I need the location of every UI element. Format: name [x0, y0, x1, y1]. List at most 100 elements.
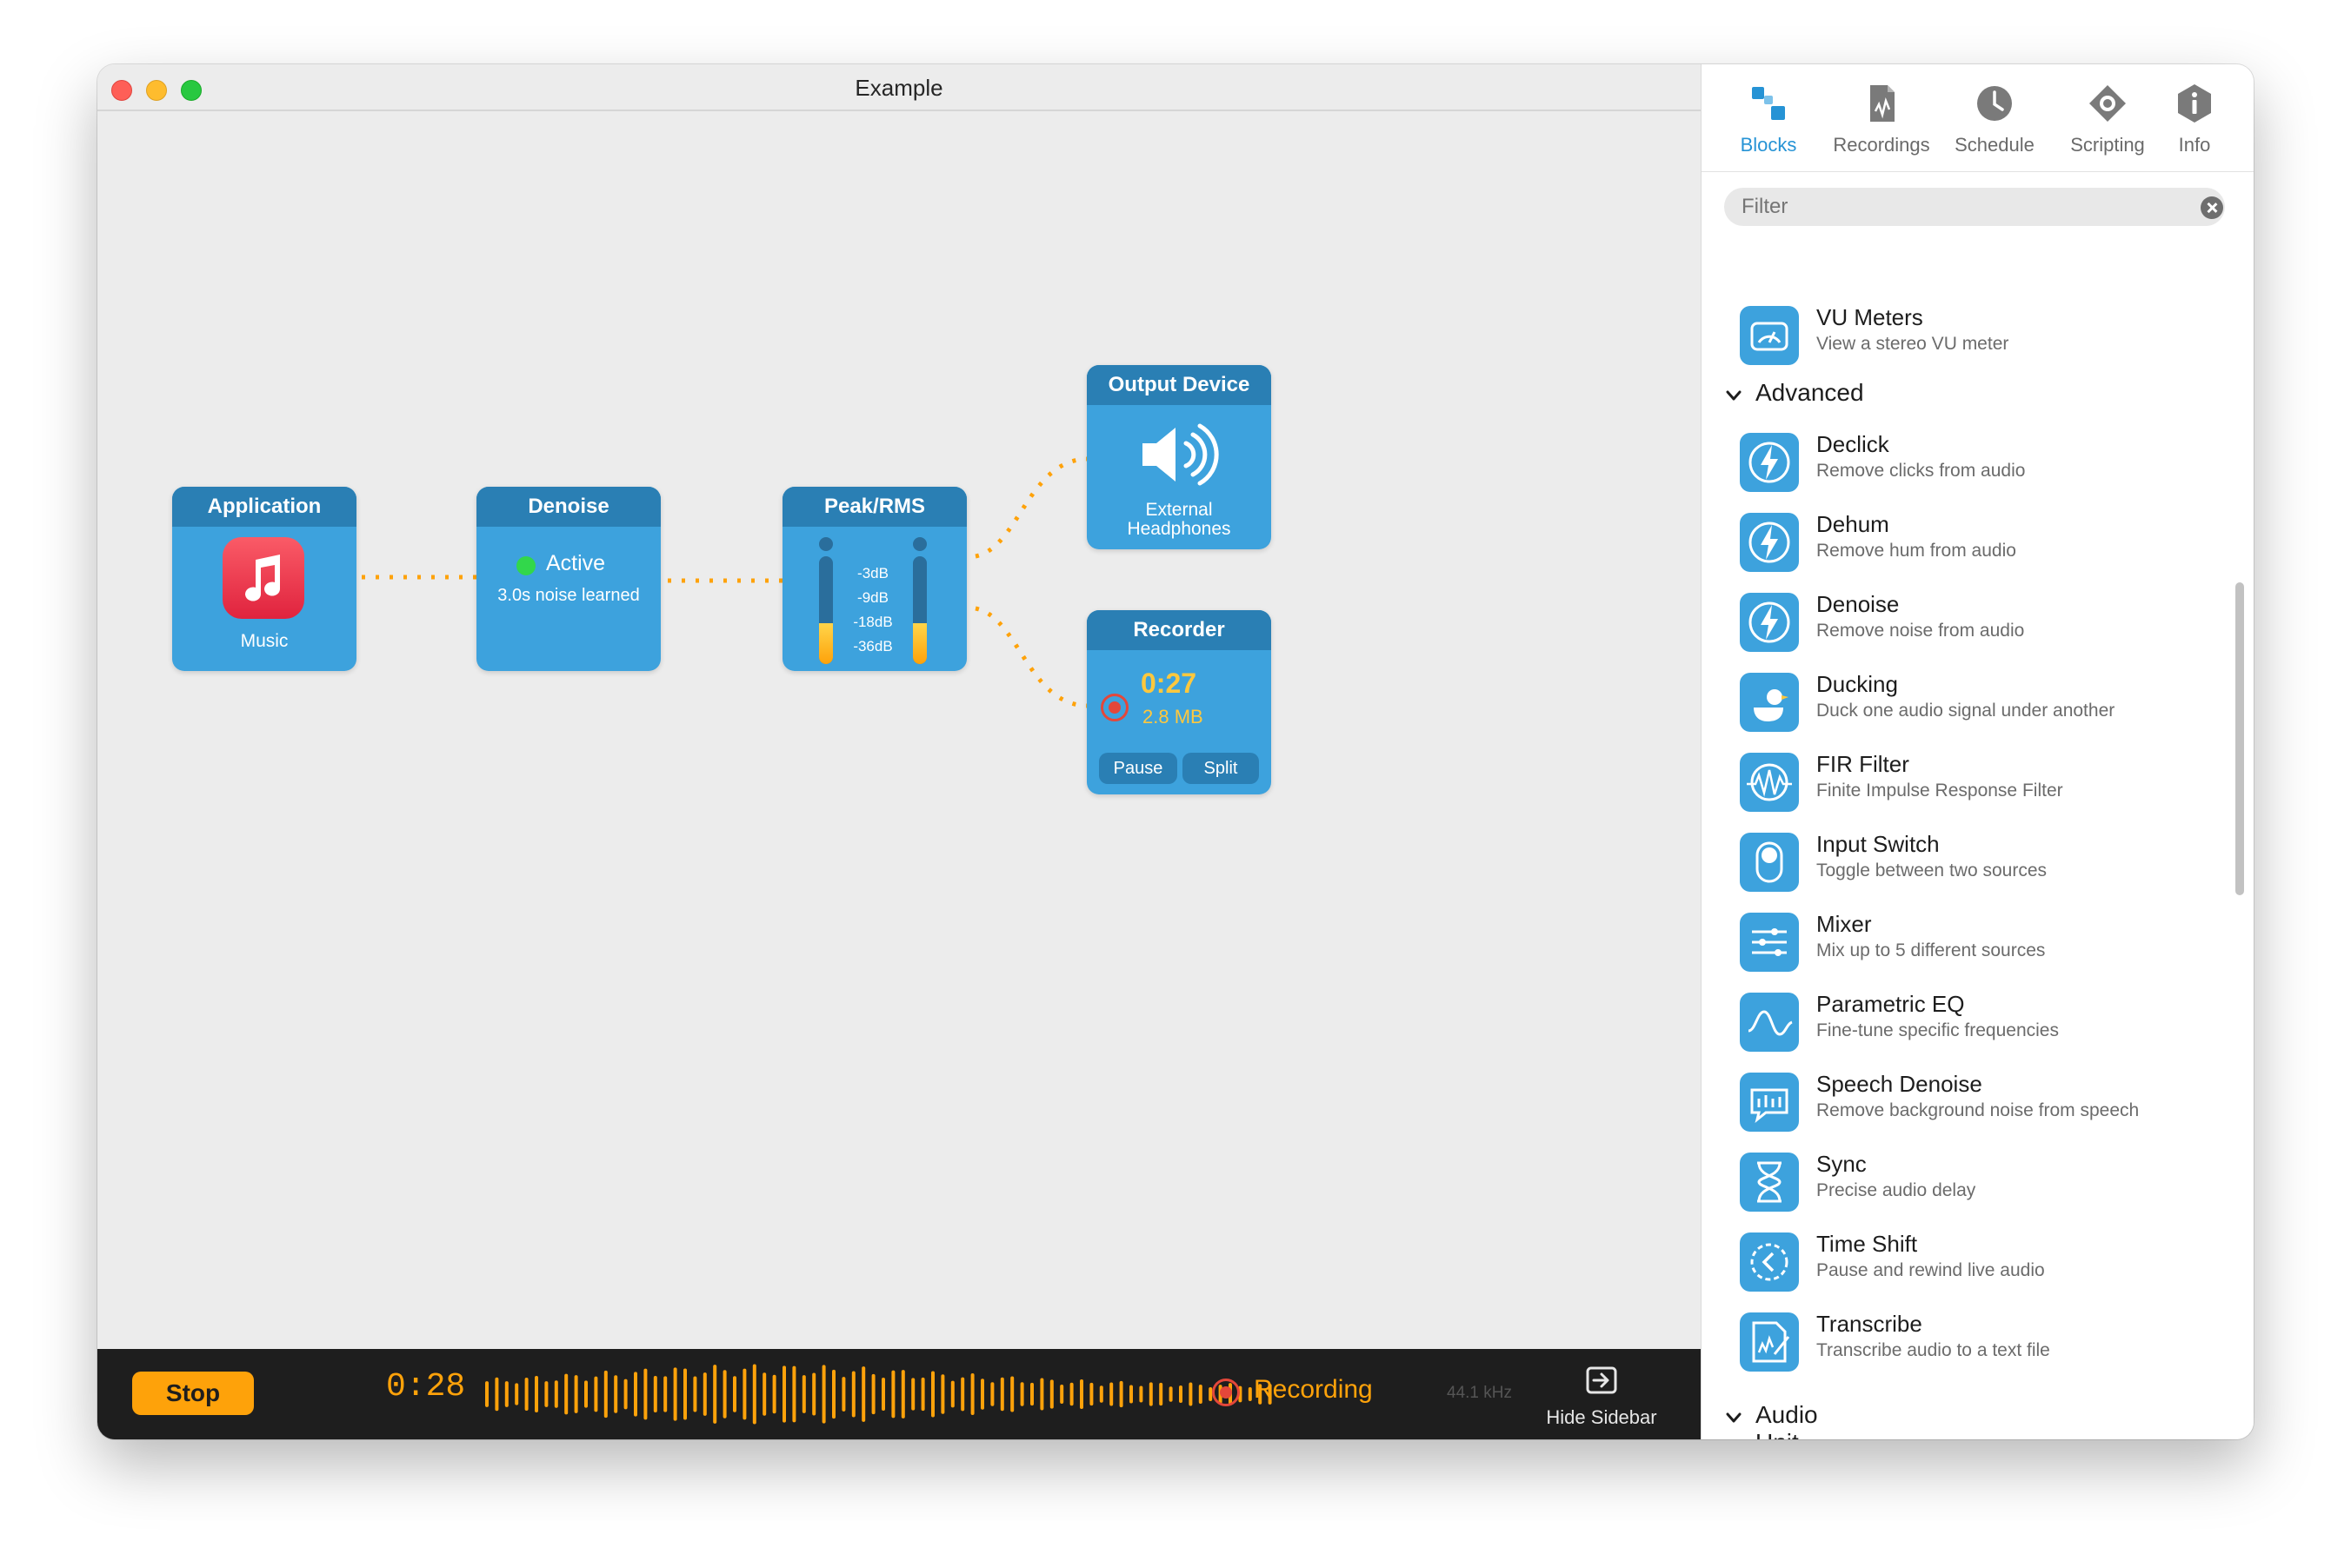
- block-canvas[interactable]: Application Music Denoise Active 3.0s n: [97, 113, 1701, 1311]
- blocks-icon: [1752, 87, 1785, 120]
- music-app-icon: [223, 537, 304, 619]
- connections: [362, 456, 1088, 708]
- waveform-bar: [871, 1373, 876, 1415]
- denoise-detail: 3.0s noise learned: [497, 586, 640, 605]
- item-name: Input Switch: [1816, 831, 1940, 857]
- waveform-bar: [941, 1374, 945, 1414]
- waveform-bar: [713, 1365, 717, 1424]
- hourglass-icon: [1740, 1153, 1799, 1212]
- waveform-bar: [1109, 1382, 1114, 1406]
- waveform-bar: [1258, 1384, 1262, 1405]
- rewind-clock-icon: [1740, 1232, 1799, 1292]
- waveform-bar: [1069, 1382, 1074, 1406]
- waveform-bar: [733, 1376, 736, 1412]
- waveform-bar: [970, 1373, 975, 1415]
- clear-filter-icon[interactable]: [2201, 196, 2223, 219]
- waveform-bar: [535, 1376, 538, 1412]
- tab-recordings[interactable]: Recordings: [1825, 82, 1938, 169]
- pause-button[interactable]: Pause: [1099, 753, 1177, 784]
- item-name: Sync: [1816, 1151, 1867, 1177]
- filter-input[interactable]: [1724, 188, 2225, 226]
- waveform-bar: [1049, 1379, 1054, 1409]
- main-area: Example Application: [97, 64, 1701, 1439]
- tab-label: Schedule: [1955, 134, 2035, 156]
- split-button[interactable]: Split: [1182, 753, 1259, 784]
- peak-rms-block[interactable]: Peak/RMS -3dB -9dB -18dB -36dB: [783, 487, 967, 671]
- tab-info[interactable]: Info: [2147, 82, 2242, 169]
- item-name: Ducking: [1816, 671, 1898, 697]
- waveform-bar: [772, 1374, 776, 1414]
- block-library-list[interactable]: VU Meters View a stereo VU meter Advance…: [1702, 229, 2254, 1439]
- sample-rate: 44.1 kHz: [1447, 1384, 1512, 1402]
- waveform-bar: [763, 1372, 767, 1416]
- bolt-icon: [1740, 513, 1799, 572]
- sidebar-scrollbar[interactable]: [2235, 582, 2244, 895]
- item-description: Duck one audio signal under another: [1816, 701, 2115, 721]
- stop-button[interactable]: Stop: [132, 1372, 254, 1415]
- hide-sidebar-button[interactable]: Hide Sidebar: [1546, 1406, 1657, 1428]
- item-description: Toggle between two sources: [1816, 860, 2047, 880]
- scripting-icon: [2089, 85, 2126, 122]
- waveform-bar: [921, 1377, 925, 1412]
- tab-label: Recordings: [1833, 134, 1930, 156]
- waveform-bar: [524, 1377, 529, 1412]
- waveform-bar: [1169, 1386, 1173, 1402]
- waveform-bar: [1149, 1382, 1153, 1406]
- item-name: Mixer: [1816, 911, 1872, 937]
- hide-sidebar-icon[interactable]: [1586, 1366, 1617, 1394]
- clock-icon: [1977, 86, 2012, 121]
- waveform-bar: [911, 1378, 916, 1411]
- waveform-bar: [792, 1365, 796, 1423]
- recording-indicator-icon: [1212, 1379, 1240, 1406]
- tab-scripting[interactable]: Scripting: [2051, 82, 2164, 169]
- close-window-button[interactable]: [111, 80, 132, 101]
- waveform-bar: [950, 1380, 955, 1408]
- recorder-block-title: Recorder: [1087, 610, 1271, 650]
- waveform-bar: [1198, 1384, 1202, 1405]
- waveform-bar: [822, 1365, 826, 1424]
- waveform-bar: [882, 1377, 885, 1412]
- output-device-block[interactable]: Output Device External Headphones: [1087, 365, 1271, 549]
- zoom-window-button[interactable]: [181, 80, 202, 101]
- tab-blocks[interactable]: Blocks: [1712, 82, 1825, 169]
- active-status-dot: [516, 556, 536, 575]
- waveform-bar: [504, 1381, 509, 1407]
- waveform-bar: [723, 1370, 727, 1419]
- item-description: View a stereo VU meter: [1816, 334, 2009, 354]
- tab-schedule[interactable]: Schedule: [1938, 82, 2051, 169]
- application-block[interactable]: Application Music: [172, 487, 356, 671]
- waveform-bar: [603, 1370, 608, 1419]
- item-description: Remove background noise from speech: [1816, 1100, 2140, 1120]
- waveform-bar: [802, 1375, 806, 1413]
- waveform-bar: [931, 1371, 935, 1418]
- item-name: Parametric EQ: [1816, 991, 1965, 1017]
- recording-status: Recording: [1254, 1375, 1373, 1404]
- item-name: Speech Denoise: [1816, 1071, 1982, 1097]
- left-meter-peak-dot: [819, 537, 833, 551]
- waveform-bar: [1119, 1380, 1123, 1408]
- recorder-block[interactable]: Recorder 0:27 2.8 MB Pause Split: [1087, 610, 1271, 794]
- waveform-bar: [1159, 1382, 1163, 1406]
- list-item-vu-meters[interactable]: VU Meters View a stereo VU meter: [1740, 302, 2227, 372]
- waveform-bar: [693, 1376, 697, 1412]
- peak-rms-block-title: Peak/RMS: [783, 487, 967, 527]
- duck-icon: [1740, 673, 1799, 732]
- waveform-bar: [544, 1381, 549, 1407]
- toggle-icon: [1740, 833, 1799, 892]
- minimize-window-button[interactable]: [146, 80, 167, 101]
- denoise-block[interactable]: Denoise Active 3.0s noise learned: [476, 487, 661, 671]
- record-indicator-icon: [1101, 694, 1129, 721]
- waveform-bar: [1209, 1387, 1213, 1401]
